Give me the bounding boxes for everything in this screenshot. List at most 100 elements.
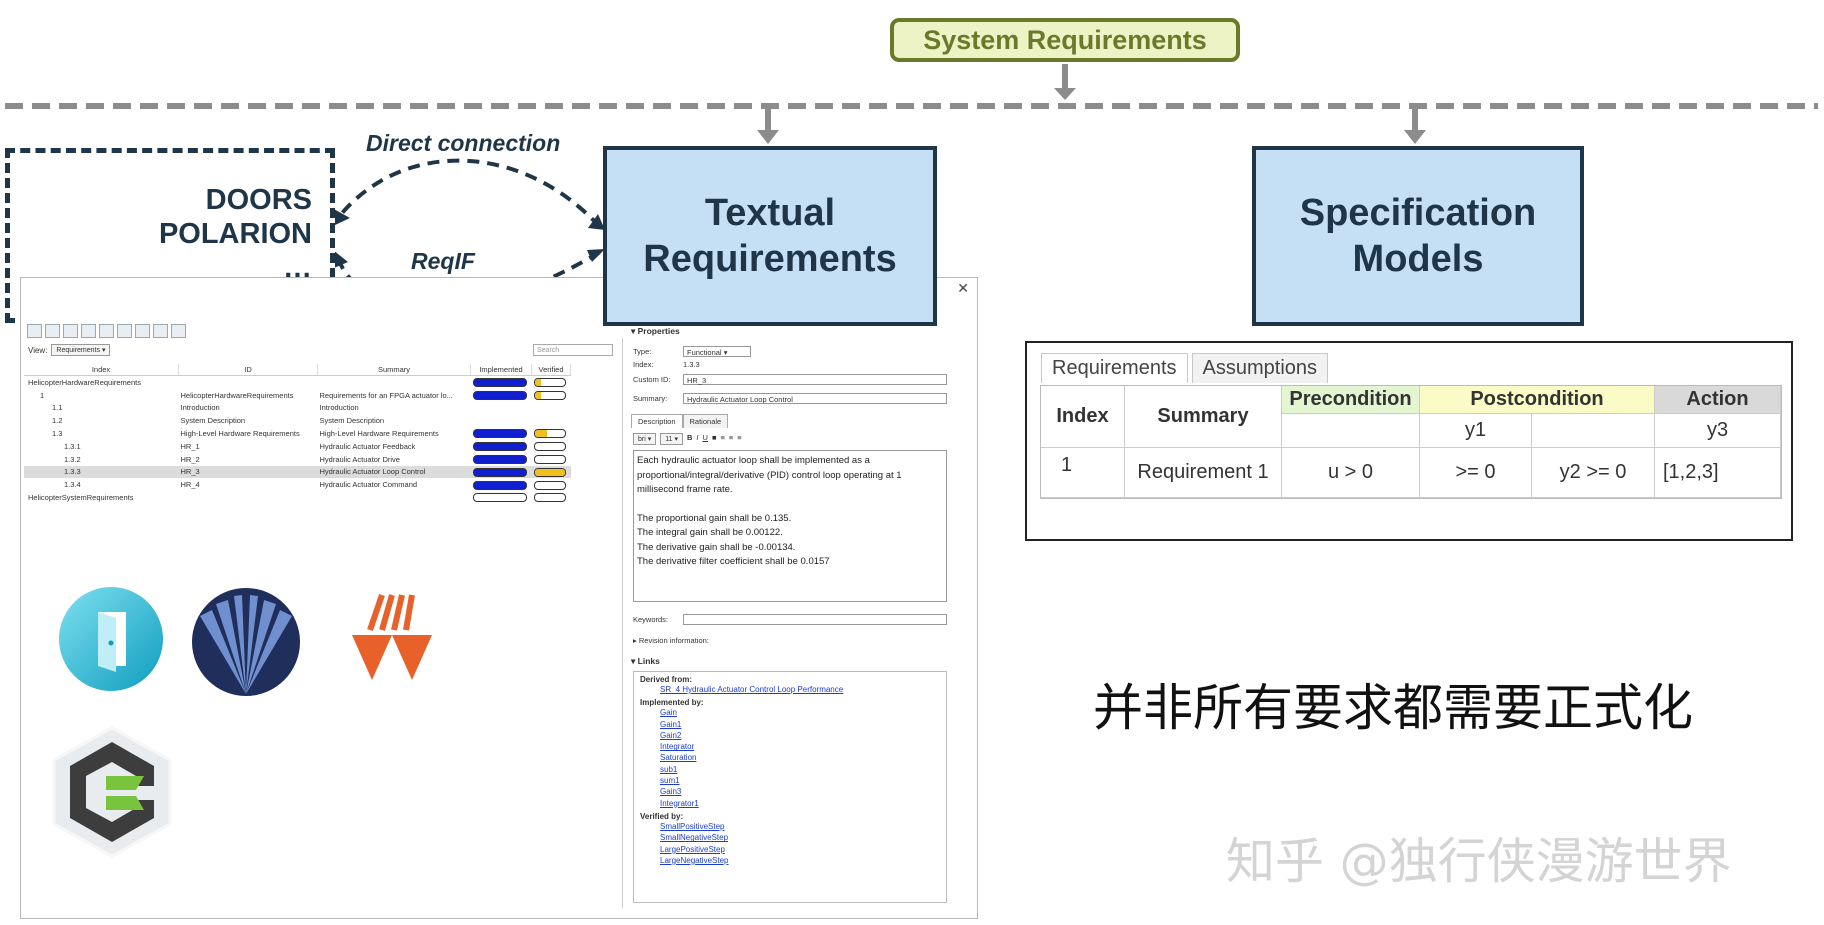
link-item[interactable]: sub1: [660, 764, 678, 774]
row-index: 1.1: [52, 403, 63, 413]
row-id: System Description: [180, 416, 246, 426]
paste-icon[interactable]: [117, 324, 132, 338]
link-item[interactable]: sum1: [660, 776, 680, 786]
summary-input[interactable]: Hydraulic Actuator Loop Control: [683, 393, 947, 404]
description-editor[interactable]: Each hydraulic actuator loop shall be im…: [633, 450, 947, 602]
table-row[interactable]: HelicopterSystemRequirements: [24, 491, 571, 504]
row-summary: High-Level Hardware Requirements: [319, 429, 439, 439]
link-item[interactable]: Gain1: [660, 719, 682, 729]
color-icon[interactable]: ■: [711, 433, 717, 442]
col-id[interactable]: ID: [178, 364, 318, 376]
open-icon[interactable]: [45, 324, 60, 338]
row-action[interactable]: [1,2,3]: [1655, 448, 1781, 498]
custom-id-input[interactable]: HR_3: [683, 374, 947, 385]
col-verified[interactable]: Verified: [531, 364, 571, 376]
links-header[interactable]: ▾ Links: [631, 656, 660, 666]
verified-bar: [532, 376, 571, 389]
row-summary: Hydraulic Actuator Drive: [319, 454, 400, 464]
derived-link[interactable]: SR_4 Hydraulic Actuator Control Loop Per…: [660, 685, 844, 694]
link-item[interactable]: LargePositiveStep: [660, 844, 725, 854]
close-icon[interactable]: ✕: [957, 280, 969, 296]
verified-bar: [532, 389, 571, 402]
link-item[interactable]: LargeNegativeStep: [660, 855, 729, 865]
tab-requirements[interactable]: Requirements: [1041, 353, 1188, 383]
search-input[interactable]: Search: [533, 344, 613, 356]
new-icon[interactable]: [27, 324, 42, 338]
header-action: Action: [1655, 386, 1781, 414]
link-item[interactable]: Integrator1: [660, 798, 699, 808]
implemented-bar: [471, 491, 532, 504]
row-id: High-Level Hardware Requirements: [180, 429, 300, 439]
implemented-bar: [471, 453, 532, 466]
bold-icon[interactable]: B: [687, 433, 693, 442]
link-item[interactable]: Gain: [660, 708, 677, 718]
verified-bar: [532, 453, 571, 466]
row-summary[interactable]: Requirement 1: [1125, 448, 1282, 498]
delete-icon[interactable]: [135, 324, 150, 338]
link-item[interactable]: Integrator: [660, 742, 695, 752]
font-size-select[interactable]: 11 ▾: [660, 433, 683, 445]
link-item[interactable]: Gain3: [660, 787, 682, 797]
link-item[interactable]: SmallPositiveStep: [660, 821, 725, 831]
row-summary: [318, 491, 471, 504]
view-select[interactable]: Requirements ▾: [51, 344, 111, 356]
align-right-icon[interactable]: ≡: [737, 433, 742, 442]
copy-icon[interactable]: [99, 324, 114, 338]
implemented-bar: [471, 440, 532, 453]
col-implemented[interactable]: Implemented: [470, 364, 532, 376]
underline-icon[interactable]: U: [702, 433, 708, 442]
link-item[interactable]: Saturation: [660, 753, 697, 763]
row-id: HR_4: [180, 480, 200, 490]
table-row[interactable]: HelicopterHardwareRequirements: [24, 376, 571, 389]
properties-pane: ▾ Properties Type: Functional ▾ Index: 1…: [631, 326, 969, 916]
row-precondition[interactable]: u > 0: [1282, 448, 1420, 498]
jama-logo-icon: [352, 594, 432, 680]
tab-description[interactable]: Description: [631, 414, 683, 428]
properties-header[interactable]: ▾ Properties: [631, 326, 680, 336]
system-requirements-box: System Requirements: [890, 18, 1240, 62]
row-id: [179, 376, 318, 389]
spec-grid: Index Summary Precondition Postcondition…: [1040, 385, 1782, 499]
doors-logo-icon: [59, 587, 163, 691]
align-left-icon[interactable]: ≡: [720, 433, 725, 442]
align-center-icon[interactable]: ≡: [728, 433, 734, 442]
subheader-post-y1: y1: [1420, 414, 1532, 448]
verified-by-group: Verified by:: [640, 811, 684, 821]
watermark: 知乎 @独行侠漫游世界: [1226, 833, 1732, 890]
undo-icon[interactable]: [153, 324, 168, 338]
add-icon[interactable]: [81, 324, 96, 338]
row-id: [179, 491, 318, 504]
col-index[interactable]: Index: [24, 364, 179, 376]
revision-toggle[interactable]: ▸ Revision information:: [633, 636, 709, 645]
keywords-input[interactable]: [683, 614, 947, 625]
col-summary[interactable]: Summary: [317, 364, 471, 376]
save-icon[interactable]: [63, 324, 78, 338]
row-index[interactable]: 1: [1041, 448, 1125, 498]
tab-assumptions[interactable]: Assumptions: [1191, 353, 1329, 383]
header-summary: Summary: [1125, 386, 1282, 448]
link-item[interactable]: SmallNegativeStep: [660, 833, 729, 843]
italic-icon[interactable]: I: [696, 433, 699, 442]
type-select[interactable]: Functional ▾: [683, 346, 751, 357]
view-label: View:: [28, 345, 48, 355]
table-row[interactable]: 1.3 High-Level Hardware Requirements High-…: [24, 427, 571, 440]
link-item[interactable]: Gain2: [660, 730, 682, 740]
row-index: HelicopterSystemRequirements: [28, 493, 134, 503]
tab-rationale[interactable]: Rationale: [682, 414, 729, 428]
row-postcondition-2[interactable]: y2 >= 0: [1532, 448, 1655, 498]
row-index: 1.3.2: [64, 454, 81, 464]
font-select[interactable]: bri ▾: [633, 433, 657, 445]
row-index: 1.3: [52, 429, 63, 439]
editor-toolbar: [27, 324, 186, 338]
row-postcondition-1[interactable]: >= 0: [1420, 448, 1532, 498]
codebeamer-logo-icon: [52, 726, 172, 858]
redo-icon[interactable]: [171, 324, 186, 338]
